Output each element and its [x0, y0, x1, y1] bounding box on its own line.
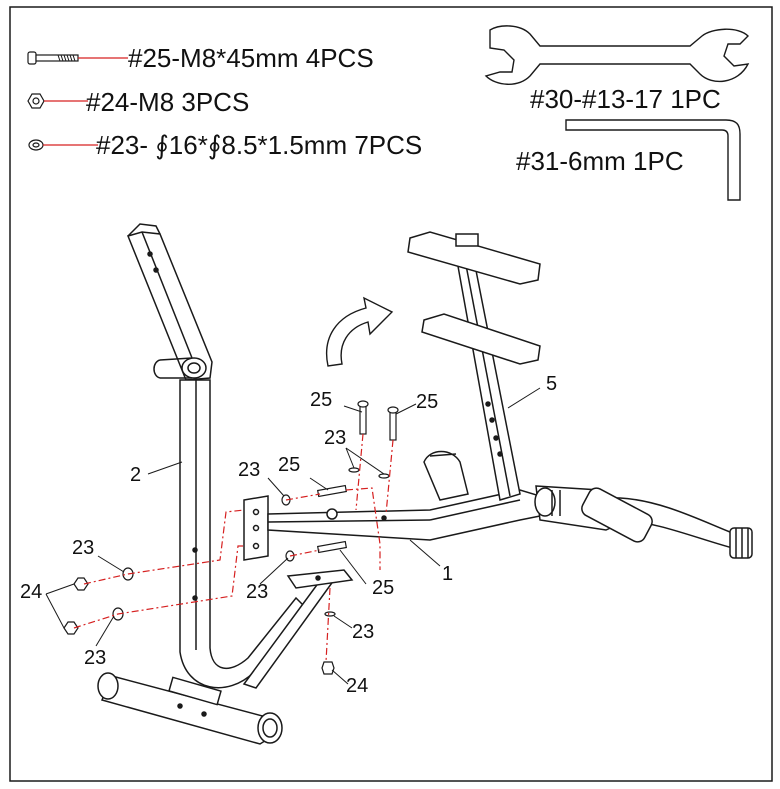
- assembly-lines: [73, 433, 394, 663]
- assembly-hardware: [63, 400, 399, 675]
- callout-part-5: 5: [546, 373, 558, 395]
- hardware-bolt-label: #25-M8*45mm 4PCS: [128, 43, 374, 73]
- hardware-nut-label: #24-M8 3PCS: [86, 87, 250, 117]
- washer-icon: [28, 139, 44, 151]
- hardware-washer-label: #23- ∮16*∮8.5*1.5mm 7PCS: [96, 130, 423, 160]
- callout-part-1: 1: [442, 563, 454, 585]
- callout-bolt-plate-upper: 25: [278, 454, 301, 476]
- part-2-upright: [97, 223, 308, 745]
- part-1-main-beam: [242, 450, 753, 689]
- hardware-wrench-label: #30-#13-17 1PC: [530, 84, 721, 114]
- callout-washer-plate-upper: 23: [238, 459, 261, 481]
- callout-bolt-top-right: 25: [416, 391, 439, 413]
- callout-leaders: [45, 387, 541, 685]
- diagram-border: [9, 6, 773, 782]
- callout-bolt-top-left: 25: [310, 389, 333, 411]
- callout-washer-top: 23: [324, 427, 347, 449]
- callout-washer-left-upper: 23: [72, 537, 95, 559]
- callout-nut-left: 24: [20, 581, 43, 603]
- bolt-icon: [27, 51, 79, 65]
- callout-washer-left-lower: 23: [84, 647, 107, 669]
- callout-washer-plate-lower: 23: [246, 581, 269, 603]
- callout-bolt-plate-lower: 25: [372, 577, 395, 599]
- allen-key-icon: [565, 119, 741, 201]
- hardware-allen-key-label: #31-6mm 1PC: [516, 146, 684, 176]
- callout-nut-bottom: 24: [346, 675, 369, 697]
- part-5-rack-upright: [407, 231, 541, 501]
- rotate-arrow-icon: [326, 296, 394, 367]
- callout-part-2: 2: [130, 464, 142, 486]
- wrench-icon: [484, 25, 750, 85]
- callout-washer-bottom: 23: [352, 621, 375, 643]
- nut-icon: [27, 93, 45, 109]
